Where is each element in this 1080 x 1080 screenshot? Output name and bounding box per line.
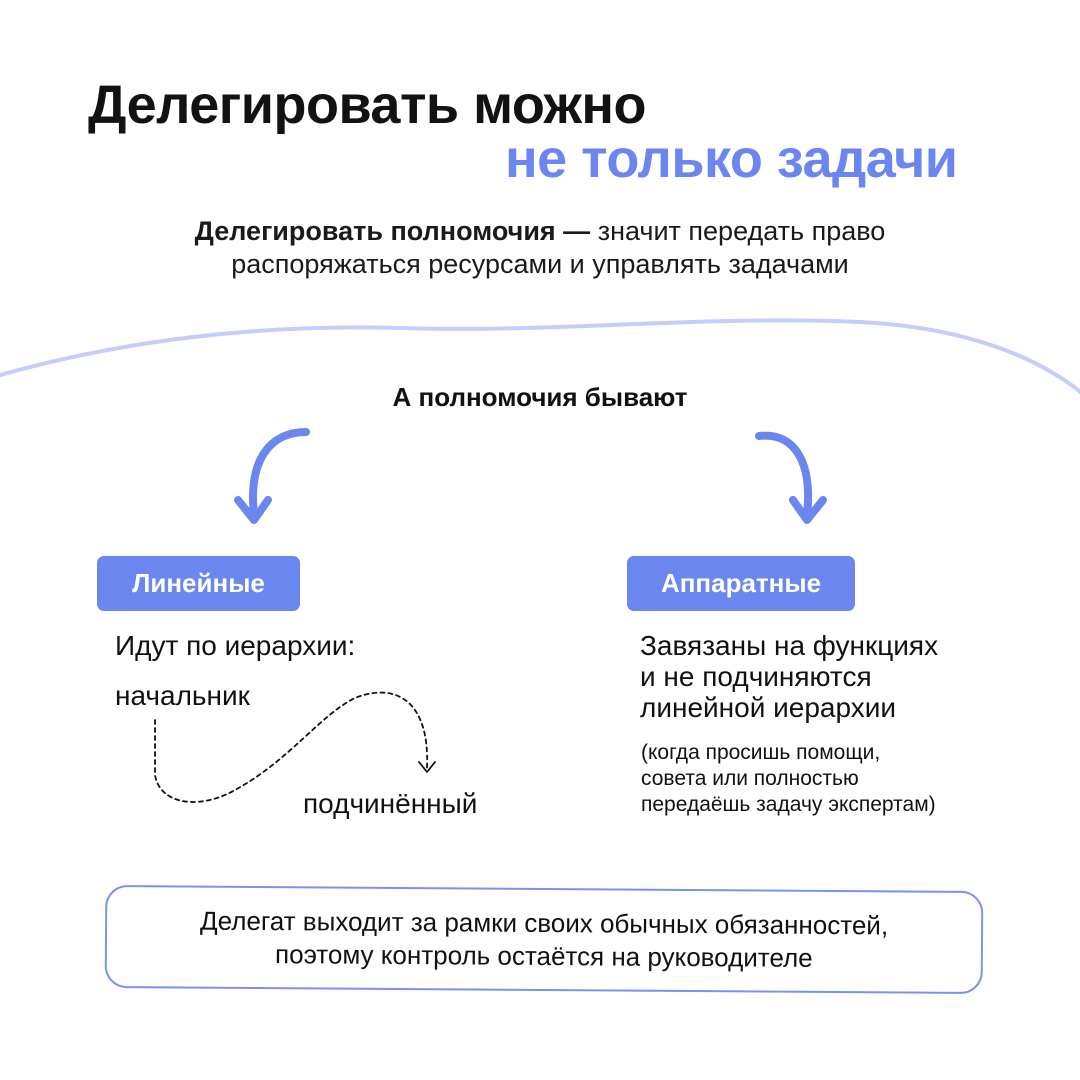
intro-bold-term: Делегировать полномочия — [194, 216, 556, 246]
hierarchy-dashed-arrow — [154, 691, 436, 803]
intro-rest: значит передать право — [597, 216, 886, 246]
badge-linear: Линейные — [97, 556, 300, 611]
functional-description-line: и не подчиняются — [640, 661, 872, 692]
intro-dash: — — [555, 216, 598, 246]
linear-from: начальник — [115, 680, 250, 711]
intro-definition: Делегировать полномочия — значит передат… — [90, 215, 990, 281]
linear-description: Идут по иерархии: — [115, 630, 356, 661]
functional-note-line: совета или полностью — [641, 767, 859, 790]
functional-description-line: линейной иерархии — [640, 692, 897, 723]
footer-line-1: Делегат выходит за рамки своих обычных о… — [199, 905, 889, 940]
arrow-left-icon — [234, 428, 310, 524]
functional-description-line: Завязаны на функциях — [640, 630, 939, 661]
title-line-1: Делегировать можно — [88, 75, 647, 135]
title-line-2: не только задачи — [505, 129, 958, 189]
subheading: А полномочия бывают — [392, 382, 688, 412]
functional-description: Завязаны на функциях и не подчиняются ли… — [640, 630, 938, 723]
wave-divider — [0, 318, 1080, 395]
footer-line-2: поэтому контроль остаётся на руководител… — [274, 938, 813, 973]
functional-note-line: передаёшь задачу экспертам) — [641, 793, 936, 816]
footer-callout: Делегат выходит за рамки своих обычных о… — [104, 884, 984, 995]
functional-note: (когда просишь помощи, совета или полнос… — [641, 740, 936, 818]
functional-note-line: (когда просишь помощи, — [641, 741, 881, 764]
linear-to: подчинённый — [303, 788, 478, 819]
intro-line-1: Делегировать полномочия — значит передат… — [90, 215, 990, 248]
intro-line-2: распоряжаться ресурсами и управлять зада… — [231, 249, 849, 279]
badge-functional: Аппаратные — [627, 556, 855, 611]
arrow-right-icon — [755, 431, 827, 524]
